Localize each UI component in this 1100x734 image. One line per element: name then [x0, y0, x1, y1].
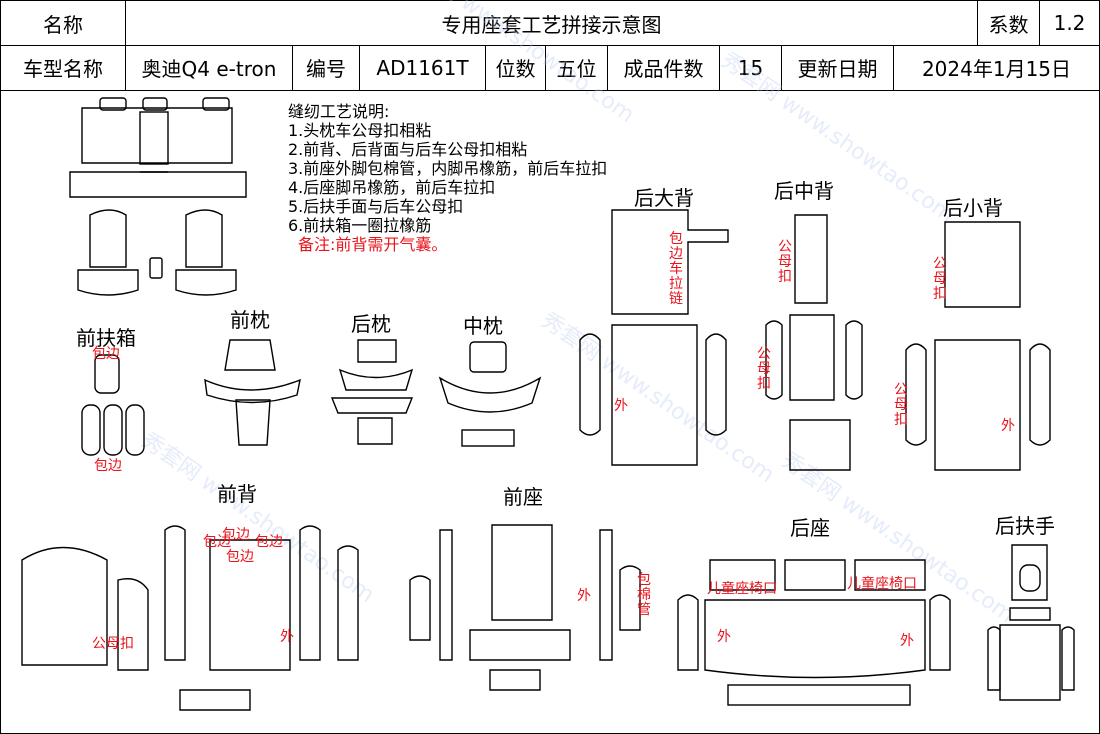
- note-item: 6.前扶箱一圈拉橡筋: [288, 216, 432, 235]
- snap-note: 公母扣: [933, 256, 947, 302]
- note-item: 2.前背、后背面与后车公母扣相粘: [288, 140, 528, 159]
- front-back-patterns: [21, 525, 359, 711]
- name-label: 名称: [1, 1, 126, 45]
- code-value: AD1161T: [360, 45, 486, 90]
- model-value: 奥迪Q4 e-tron: [126, 45, 293, 90]
- wrap-edge-note: 包边: [92, 346, 120, 362]
- front-pillow-label: 前枕: [230, 308, 270, 332]
- front-seat-patterns: [409, 524, 641, 691]
- child-seat-note: 儿童座椅口: [707, 581, 777, 597]
- seats-label: 位数: [486, 45, 546, 90]
- rear-seat-label: 后座: [790, 516, 830, 540]
- rear-mid-back-patterns: [765, 214, 863, 471]
- front-back-label: 前背: [217, 482, 257, 506]
- mid-pillow-patterns: [438, 341, 542, 447]
- rear-pillow-patterns: [330, 339, 414, 445]
- rear-pillow-label: 后枕: [351, 312, 391, 336]
- rear-big-back-patterns: [579, 209, 729, 466]
- coef-label: 系数: [978, 1, 1040, 45]
- snap-note: 公母扣: [92, 636, 134, 652]
- note-item: 5.后扶手面与后车公母扣: [288, 197, 464, 216]
- wrap-edge-note: 包边: [226, 549, 254, 565]
- snap-note: 公母扣: [757, 346, 771, 392]
- sewing-notes: 缝纫工艺说明: 1.头枕车公母扣相粘 2.前背、后背面与后车公母扣相粘 3.前座…: [288, 102, 607, 254]
- note-item: 4.后座脚吊橡筋，前后车拉扣: [288, 178, 496, 197]
- outer-note: 外: [900, 633, 914, 649]
- wrap-edge-note: 包边: [94, 458, 122, 474]
- snap-note: 公母扣: [894, 382, 908, 428]
- pieces-label: 成品件数: [608, 45, 720, 90]
- sheet-title: 专用座套工艺拼接示意图: [126, 1, 978, 45]
- snap-note: 公母扣: [778, 239, 792, 285]
- outer-note: 外: [1001, 418, 1015, 434]
- pieces-value: 15: [720, 45, 782, 90]
- info-row: 车型名称 奥迪Q4 e-tron 编号 AD1161T 位数 五位 成品件数 1…: [1, 45, 1099, 91]
- notes-heading: 缝纫工艺说明:: [288, 102, 390, 121]
- rear-seat-patterns: [677, 559, 951, 706]
- date-value: 2024年1月15日: [921, 57, 1072, 81]
- rear-armrest-patterns: [987, 544, 1075, 701]
- note-item: 3.前座外脚包棉管，内脚吊橡筋，前后车拉扣: [288, 159, 608, 178]
- front-armbox-patterns: [81, 354, 145, 456]
- outer-note: 外: [280, 629, 294, 645]
- seats-value: 五位: [546, 45, 608, 90]
- wrap-edge-note: 包边: [255, 534, 283, 550]
- outer-note: 外: [577, 588, 591, 604]
- rear-small-back-label: 后小背: [943, 196, 1003, 220]
- coef-value: 1.2: [1053, 11, 1086, 35]
- wrap-cotton-note: 包棉管: [637, 572, 651, 618]
- note-item: 1.头枕车公母扣相粘: [288, 121, 432, 140]
- header-row: 名称 专用座套工艺拼接示意图 系数 1.2: [1, 1, 1099, 46]
- mid-pillow-label: 中枕: [463, 314, 503, 338]
- front-pillow-patterns: [204, 339, 301, 446]
- front-seats-overview: [77, 209, 237, 296]
- wrap-edge-note: 包边: [222, 527, 250, 543]
- wrap-edge-note: 包边: [203, 534, 231, 550]
- outer-note: 外: [614, 398, 628, 414]
- rear-big-back-label: 后大背: [634, 186, 694, 210]
- wrap-zip-note: 包边车拉链: [669, 231, 683, 307]
- child-seat-note: 儿童座椅口: [847, 576, 917, 592]
- rear-mid-back-label: 后中背: [774, 179, 834, 203]
- outer-note: 外: [717, 629, 731, 645]
- rear-bench-overview: [69, 97, 247, 198]
- code-label: 编号: [293, 45, 360, 90]
- front-armbox-label: 前扶箱: [76, 326, 136, 350]
- rear-small-back-patterns: [905, 221, 1051, 471]
- date-label: 更新日期: [782, 45, 894, 90]
- notes-remark: 备注:前背需开气囊。: [298, 235, 448, 254]
- rear-armrest-label: 后扶手: [995, 514, 1055, 538]
- front-seat-label: 前座: [503, 485, 543, 509]
- model-label: 车型名称: [1, 45, 126, 90]
